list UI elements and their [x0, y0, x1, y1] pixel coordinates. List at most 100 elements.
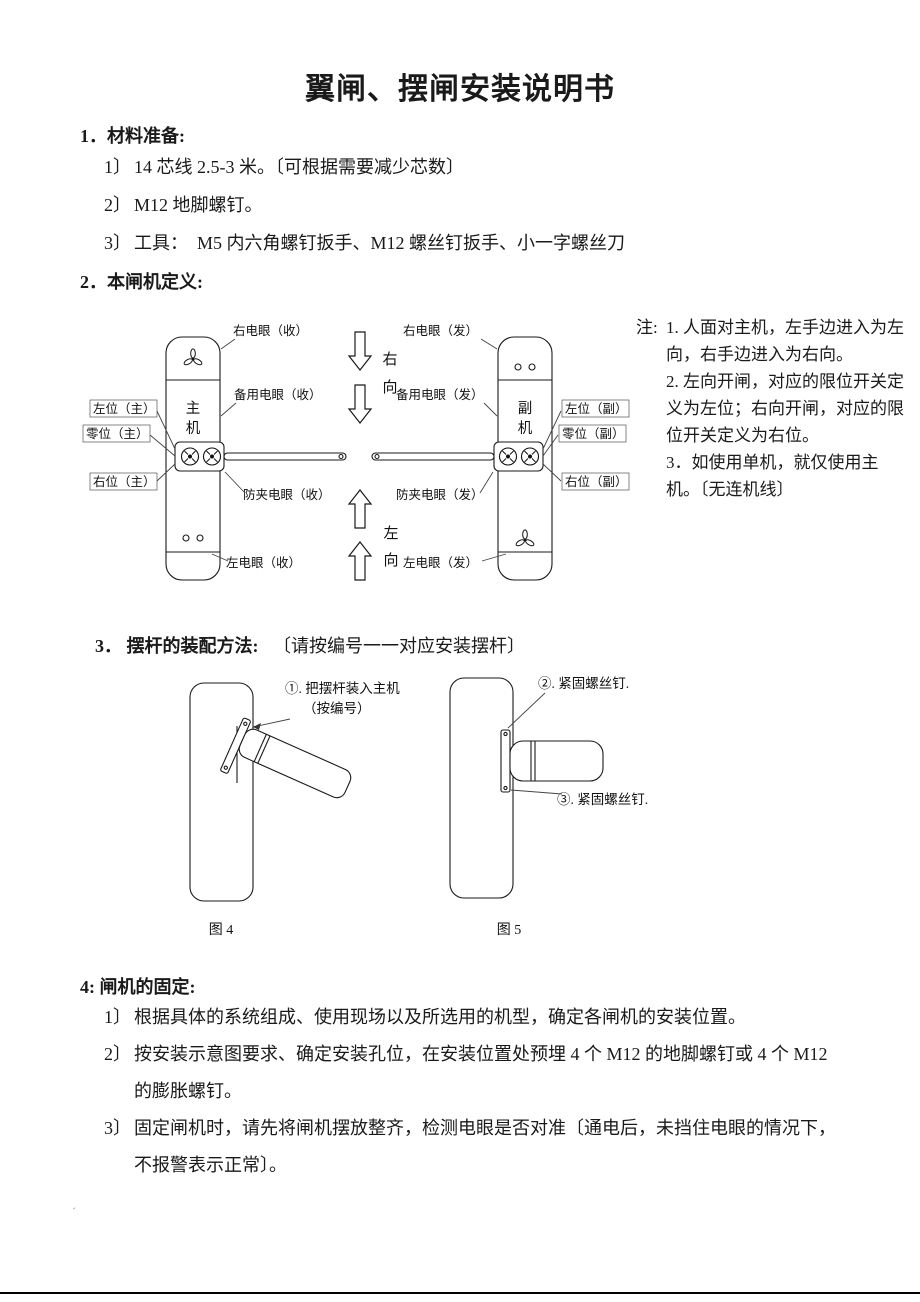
- leader-line: [156, 463, 176, 482]
- item-text: 固定闸机时，请先将闸机摆放整齐，检测电眼是否对准〔通电后，未挡住电眼的情况下，不…: [134, 1118, 836, 1175]
- section2-heading: 2．本闸机定义:: [80, 272, 203, 292]
- leader-line: [542, 463, 562, 482]
- item-marker: 3〕: [104, 1118, 131, 1138]
- arm-tip: [374, 453, 380, 460]
- direction-right-label: 向: [382, 379, 397, 396]
- figure4: ①. 把摆杆装入主机 （按编号） 图 4: [189, 681, 400, 938]
- section4-list: 1〕 根据具体的系统组成、使用现场以及所选用的机型，确定各闸机的安装位置。 2〕…: [104, 999, 920, 1184]
- arm-joint-line: [257, 735, 271, 764]
- callout-2-text: ②. 紧固螺丝钉.: [538, 676, 629, 691]
- section1-list: 1〕 14 芯线 2.5-3 米。〔可根据需要减少芯数〕 2〕 M12 地脚螺钉…: [104, 148, 920, 262]
- leader-line: [220, 402, 237, 417]
- label-main-left-pos: 左位（主）: [93, 401, 156, 416]
- list-item: 1〕 14 芯线 2.5-3 米。〔可根据需要减少芯数〕: [104, 148, 920, 186]
- list-item: 2〕 按安装示意图要求、确定安装孔位，在安装位置处预埋 4 个 M12 的地脚螺…: [104, 1036, 920, 1110]
- label-main-zero-pos: 零位（主）: [86, 426, 149, 441]
- figure5: ②. 紧固螺丝钉. ③. 紧固螺丝钉. 图 5: [449, 676, 648, 938]
- mount-hole: [514, 363, 522, 371]
- list-item: 2〕 M12 地脚螺钉。: [104, 186, 920, 224]
- callout-3-text: ③. 紧固螺丝钉.: [557, 792, 648, 807]
- list-item: 3〕 工具： M5 内六角螺钉扳手、M12 螺丝钉扳手、小一字螺丝刀: [104, 224, 920, 262]
- direction-left-label: 向: [383, 552, 398, 569]
- main-machine-drawing: 主 机: [165, 336, 225, 581]
- down-arrow-icon: [347, 331, 373, 371]
- sub-machine-drawing: 副 机: [493, 336, 553, 581]
- leader-line: [480, 338, 498, 350]
- main-machine-name: 主: [186, 400, 201, 417]
- figure4-machine-body: [189, 682, 254, 902]
- note-item: 1. 人面对主机，左手边进入为左向，右手边进入为右向。: [666, 318, 904, 364]
- gate-machines-drawing: 主 机 副 机: [82, 323, 630, 581]
- leader-line: [149, 434, 176, 457]
- label-main-antipinch-eye: 防夹电眼（收）: [243, 487, 331, 502]
- figure5-machine-body: [449, 677, 514, 899]
- document-title: 翼闸、摆闸安装说明书: [305, 73, 615, 106]
- item-text: 根据具体的系统组成、使用现场以及所选用的机型，确定各闸机的安装位置。: [134, 1007, 746, 1027]
- section3-heading-bold: 3． 摆杆的装配方法:: [95, 636, 259, 656]
- direction-right-label: 右: [382, 351, 397, 368]
- notes-list: 1. 人面对主机，左手边进入为左向，右手边进入为右向。 2. 左向开闸，对应的限…: [666, 314, 912, 503]
- swing-arm-tilted: [220, 717, 352, 799]
- arm-tip: [338, 453, 344, 460]
- label-sub-right-pos: 右位（副）: [565, 474, 628, 489]
- screw-icon: [520, 447, 540, 466]
- screw-icon: [223, 765, 228, 770]
- item-text: 按安装示意图要求、确定安装孔位，在安装位置处预埋 4 个 M12 的地脚螺钉或 …: [134, 1044, 833, 1101]
- leader-line: [483, 402, 498, 417]
- leader-line: [220, 338, 236, 350]
- label-sub-left-eye: 左电眼（发）: [403, 555, 478, 570]
- leader-line: [156, 410, 176, 450]
- label-box: [561, 472, 630, 491]
- arm-mount-plate: [500, 729, 511, 793]
- leader-line: [479, 471, 494, 494]
- leader-line: [510, 789, 563, 795]
- label-main-left-eye: 左电眼（收）: [226, 555, 301, 570]
- machine-labels: 右电眼（收） 备用电眼（收） 防夹电眼（收） 左电眼（收） 左位（主） 零位（主…: [82, 323, 630, 570]
- item-marker: 2〕: [104, 1044, 131, 1064]
- callout-1-text: （按编号）: [303, 701, 371, 716]
- screw-icon: [498, 447, 518, 466]
- down-arrow-icon: [347, 384, 373, 424]
- sub-machine-name: 机: [518, 420, 533, 437]
- figure4-caption: 图 4: [209, 923, 234, 938]
- section3-heading: 3． 摆杆的装配方法: 〔请按编号一一对应安装摆杆〕: [95, 634, 920, 658]
- sub-swing-arm: [371, 452, 495, 461]
- screw-icon: [243, 721, 248, 726]
- callout-1-text: ①. 把摆杆装入主机: [285, 681, 400, 696]
- mount-hole: [196, 534, 204, 542]
- label-main-backup-eye: 备用电眼（收）: [234, 388, 322, 402]
- label-box: [89, 399, 158, 418]
- sub-machine-name: 副: [518, 400, 533, 417]
- swing-arm: [238, 728, 352, 799]
- up-arrow-icon: [347, 541, 373, 581]
- direction-arrows: 右 向 左 向: [347, 331, 399, 581]
- item-marker: 1〕: [104, 157, 131, 177]
- item-marker: 3〕: [104, 233, 131, 253]
- note-item: 2. 左向开闸，对应的限位开关定义为左位；右向开闸，对应的限位开关定义为右位。: [666, 372, 904, 445]
- page-bottom-rule: [0, 1292, 920, 1294]
- leader-line: [224, 471, 246, 494]
- leader-line: [542, 410, 562, 450]
- item-marker: 2〕: [104, 195, 131, 215]
- screw-icon: [503, 731, 508, 737]
- item-text: 14 芯线 2.5-3 米。〔可根据需要减少芯数〕: [134, 157, 464, 177]
- screw-icon: [180, 447, 200, 466]
- stray-footer-mark: ˊ: [72, 1205, 76, 1219]
- label-sub-antipinch-eye: 防夹电眼（发）: [396, 487, 484, 502]
- mount-hole: [182, 534, 190, 542]
- leader-line: [507, 692, 546, 729]
- arm-assembly-diagram: ①. 把摆杆装入主机 （按编号） 图 4 ②. 紧固螺丝钉. ③. 紧固螺丝钉.…: [189, 676, 648, 938]
- swing-arm: [509, 740, 604, 782]
- gate-definition-diagram: 主 机 副 机: [0, 300, 920, 600]
- label-box: [561, 399, 630, 418]
- leader-line: [481, 553, 507, 562]
- label-sub-zero-pos: 零位（副）: [562, 426, 625, 441]
- label-sub-left-pos: 左位（副）: [565, 401, 628, 416]
- mount-hole: [528, 363, 536, 371]
- label-box: [89, 472, 158, 491]
- leader-arrowhead: [253, 723, 261, 730]
- label-sub-backup-eye: 备用电眼（发）: [396, 387, 484, 402]
- arm-joint-line: [253, 734, 267, 762]
- label-sub-right-eye: 右电眼（发）: [403, 323, 478, 338]
